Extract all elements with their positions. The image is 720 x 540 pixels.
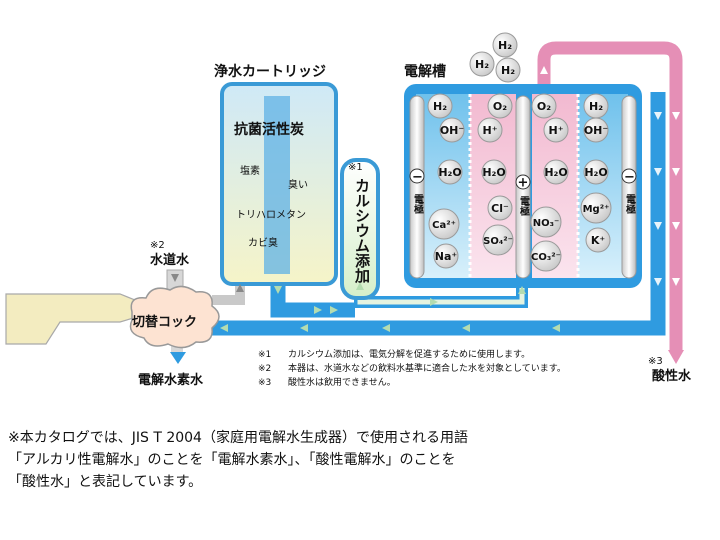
molecule-label: O₂ <box>493 100 507 113</box>
note-line: 「酸性水」と表記しています。 <box>8 474 203 490</box>
molecule-label: Na⁺ <box>435 250 458 263</box>
calcium-to-cell-pipe-inner <box>357 287 525 305</box>
footnote-mark: ※3 <box>258 378 271 388</box>
molecule-label: H₂O <box>544 166 567 179</box>
chlorine-label: 塩素 <box>240 164 260 177</box>
molecule-label: H⁺ <box>548 124 563 137</box>
molecule-label: CO₃²⁻ <box>531 252 561 263</box>
acid-outlet-arrow <box>668 350 684 364</box>
molecule-ball <box>543 117 569 143</box>
molecule-label: H₂ <box>589 100 603 113</box>
molecule-label: K⁺ <box>591 234 606 247</box>
plus-sign: + <box>518 176 529 191</box>
calcium-mark: ※1 <box>348 162 363 173</box>
footnotes-block: ※1 カルシウム添加は、電気分解を促進するために使用します。 ※2 本器は、水道水など… <box>258 348 566 388</box>
molecule-label: Mg²⁺ <box>583 204 610 215</box>
calcium-label: カルシウム添加 <box>353 178 371 284</box>
footnote-mark: ※1 <box>258 350 271 360</box>
charcoal-label: 抗菌活性炭 <box>234 121 304 138</box>
molecule-ball <box>530 206 562 238</box>
electrode-right <box>621 95 637 279</box>
cartridge-label: 浄水カートリッジ <box>214 63 326 80</box>
molecule-ball <box>583 117 609 143</box>
molecule-label: H₂O <box>482 166 505 179</box>
molecule-label: Ca²⁺ <box>432 220 456 231</box>
trihalomethane-label: トリハロメタン <box>236 209 306 221</box>
molecule-ball <box>531 93 557 119</box>
switch-valve <box>129 285 220 349</box>
molecule-label: H₂O <box>584 166 607 179</box>
molecule-ball <box>481 159 507 185</box>
odor-label: 臭い <box>288 178 308 191</box>
minus-sign-left: − <box>412 170 423 185</box>
footnote-text: カルシウム添加は、電気分解を促進するために使用します。 <box>288 348 530 360</box>
valve-label: 切替コック <box>132 314 197 330</box>
electrode-label-center: 電極 <box>518 196 530 217</box>
molecule-ball <box>469 51 495 77</box>
molecule-label: H₂ <box>498 39 512 52</box>
molecule-ball <box>487 195 513 221</box>
molecule-label: SO₄²⁻ <box>483 236 513 247</box>
electrode-markings: − + − 電極 電極 電極 <box>409 168 637 217</box>
molecule-label: OH⁻ <box>584 124 609 137</box>
cell-label: 電解槽 <box>404 63 446 80</box>
molecule-ball <box>583 159 609 185</box>
electrode-label-right: 電極 <box>624 194 636 215</box>
molecule-ball <box>428 208 460 240</box>
hydrogen-water-label: 電解水素水 <box>138 372 204 388</box>
footnote-text: 本器は、水道水などの飲料水基準に適合した水を対象としています。 <box>288 362 566 374</box>
molecule-ball <box>439 117 465 143</box>
outlet-pipe <box>171 343 183 353</box>
acid-mark: ※3 <box>648 356 663 367</box>
calcium-cylinder <box>340 158 380 300</box>
molecule-ball <box>585 227 611 253</box>
molecule-ball <box>477 117 503 143</box>
footnote-mark: ※2 <box>258 364 271 374</box>
molecule-label: H₂ <box>501 64 515 77</box>
molecule-ball <box>495 57 521 83</box>
molecule-ball <box>580 192 612 224</box>
note-line: ※本カタログでは、JIS T 2004（家庭用電解水生成器）で使用される用語 <box>8 430 468 446</box>
molecule-label: H₂ <box>475 58 489 71</box>
cartridge-core <box>264 96 290 274</box>
molecule-label: H⁺ <box>482 124 497 137</box>
flow-arrows <box>170 64 680 364</box>
footnote-text: 酸性水は飲用できません。 <box>288 376 396 388</box>
molecule-ball <box>437 159 463 185</box>
electrode-label-left: 電極 <box>412 194 424 215</box>
molecule-ball <box>530 240 562 272</box>
molecule-label: Cl⁻ <box>491 202 509 215</box>
molecule-ball <box>492 32 518 58</box>
minus-sign-right: − <box>624 170 635 185</box>
note-line: 「アルカリ性電解水」のことを「電解水素水」、「酸性電解水」のことを <box>8 452 456 468</box>
molecules-layer: H₂ H₂ H₂ H₂ OH⁻ H₂O Ca²⁺ Na⁺ O₂ H⁺ H₂O Cl⁻ SO₄²⁻ O₂ H⁺… <box>427 32 612 272</box>
molecule-label: H₂ <box>433 100 447 113</box>
molecule-label: NO₃⁻ <box>533 218 560 229</box>
electrode-left <box>409 95 425 279</box>
acid-pipe <box>537 41 683 352</box>
molecule-ball <box>482 224 514 256</box>
molecule-label: O₂ <box>537 100 551 113</box>
mold-label: カビ臭 <box>248 236 278 249</box>
molecule-ball <box>543 159 569 185</box>
terminology-note: ※本カタログでは、JIS T 2004（家庭用電解水生成器）で使用される用語 「… <box>8 427 712 493</box>
tap-label: 水道水 <box>150 252 190 268</box>
molecule-label: OH⁻ <box>440 124 465 137</box>
molecule-ball <box>487 93 513 119</box>
molecule-ball <box>433 243 459 269</box>
faucet-shape <box>5 293 141 345</box>
molecule-label: H₂O <box>438 166 461 179</box>
tap-mark: ※2 <box>150 240 165 251</box>
acid-water-label: 酸性水 <box>652 368 692 384</box>
molecule-ball <box>427 93 453 119</box>
